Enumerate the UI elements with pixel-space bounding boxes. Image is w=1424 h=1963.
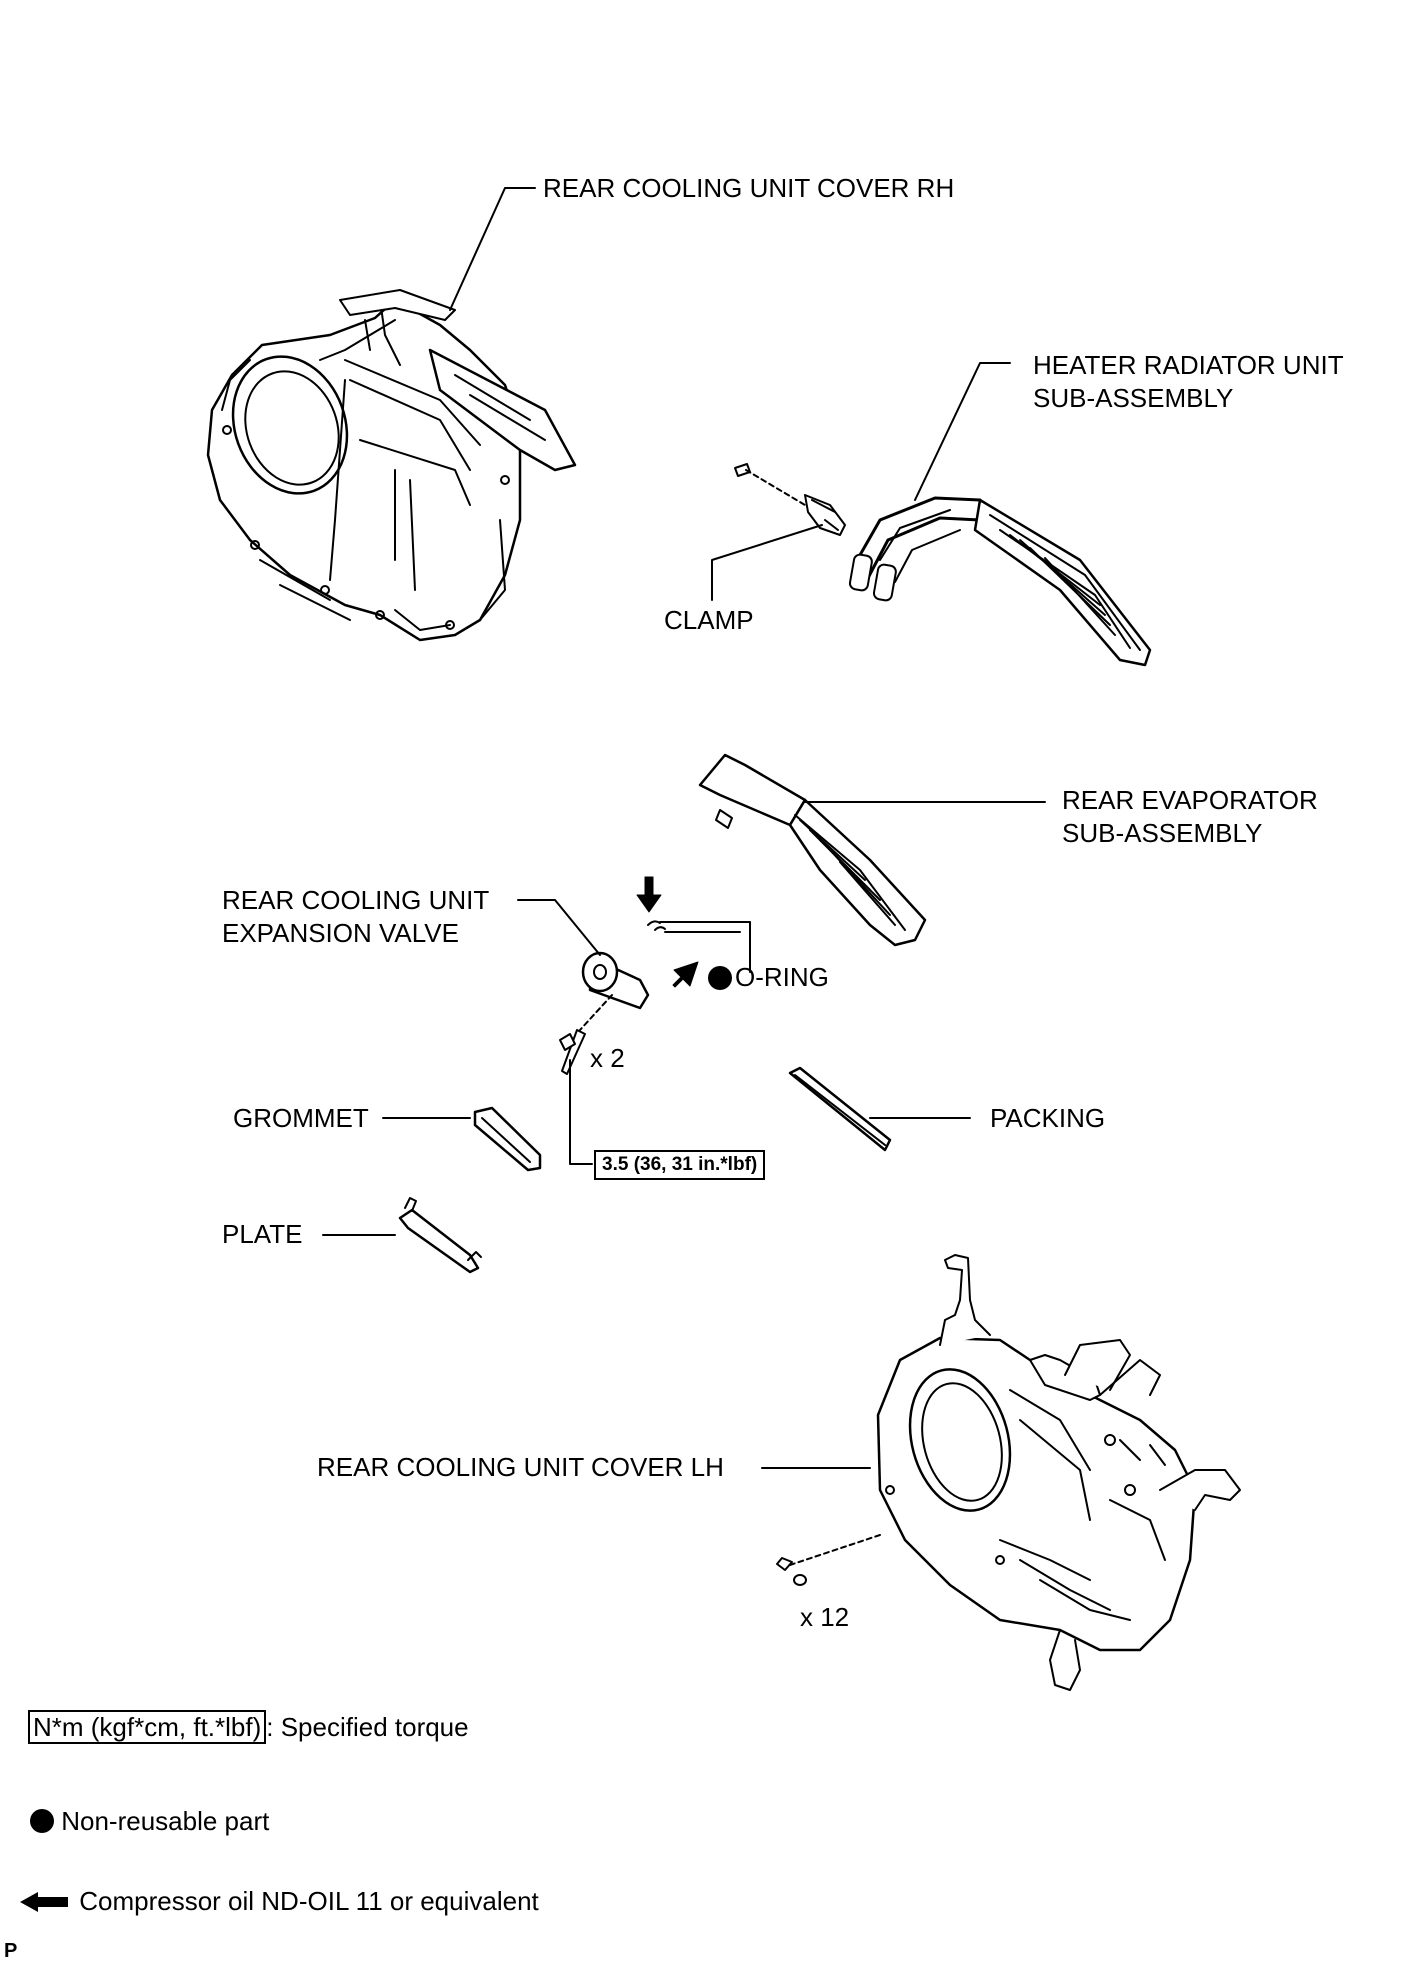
oil-arrow-down-icon — [636, 876, 662, 913]
legend-oil-text: Compressor oil ND-OIL 11 or equivalent — [79, 1886, 539, 1916]
leader-cover-rh — [449, 187, 536, 311]
cover-rh-part — [206, 289, 577, 642]
label-evaporator-line1: REAR EVAPORATOR — [1062, 785, 1318, 815]
legend-oil: Compressor oil ND-OIL 11 or equivalent — [20, 1886, 539, 1916]
label-grommet: GROMMET — [233, 1103, 369, 1133]
evaporator-part — [698, 753, 927, 947]
label-clamp: CLAMP — [664, 605, 754, 635]
legend-dot-icon — [30, 1809, 54, 1833]
leader-expansion-valve — [517, 899, 601, 956]
leader-heater — [914, 362, 1011, 501]
label-plate: PLATE — [222, 1219, 303, 1249]
legend-nonreusable-text: Non-reusable part — [61, 1806, 270, 1836]
label-x2: x 2 — [590, 1043, 625, 1073]
label-heater-line1: HEATER RADIATOR UNIT — [1033, 350, 1344, 380]
expansion-valve-part — [559, 951, 650, 1075]
label-evaporator-line2: SUB-ASSEMBLY — [1062, 818, 1263, 848]
legend-torque-text: : Specified torque — [266, 1712, 469, 1742]
label-oring: O-RING — [735, 962, 829, 992]
cover-lh-part — [776, 1254, 1241, 1691]
legend-torque-unit-box: N*m (kgf*cm, ft.*lbf) — [28, 1710, 267, 1744]
oil-arrow-up-icon — [672, 961, 699, 988]
heater-radiator-part — [848, 496, 1152, 667]
label-heater-line2: SUB-ASSEMBLY — [1033, 383, 1234, 413]
label-expansion-line2: EXPANSION VALVE — [222, 918, 459, 948]
label-cover-rh: REAR COOLING UNIT COVER RH — [543, 173, 955, 203]
leader-torque — [569, 1059, 593, 1165]
oil-arrow-left-icon — [20, 1892, 68, 1912]
packing-part — [788, 1066, 892, 1152]
leader-clamp — [711, 524, 823, 601]
non-reusable-dot-icon — [708, 966, 732, 990]
label-x12: x 12 — [800, 1602, 850, 1632]
legend-nonreusable: Non-reusable part — [30, 1806, 269, 1836]
torque-spec-box: 3.5 (36, 31 in.*lbf) — [594, 1150, 766, 1180]
oring-part — [647, 920, 751, 973]
label-expansion-line1: REAR COOLING UNIT — [222, 885, 490, 915]
grommet-part — [473, 1106, 542, 1172]
clamp-part — [734, 463, 846, 536]
label-cover-lh: REAR COOLING UNIT COVER LH — [317, 1452, 724, 1482]
page-marker: P — [4, 1940, 18, 1962]
label-packing: PACKING — [990, 1103, 1106, 1133]
legend-torque: N*m (kgf*cm, ft.*lbf): Specified torque — [28, 1710, 469, 1744]
plate-part — [398, 1197, 482, 1274]
